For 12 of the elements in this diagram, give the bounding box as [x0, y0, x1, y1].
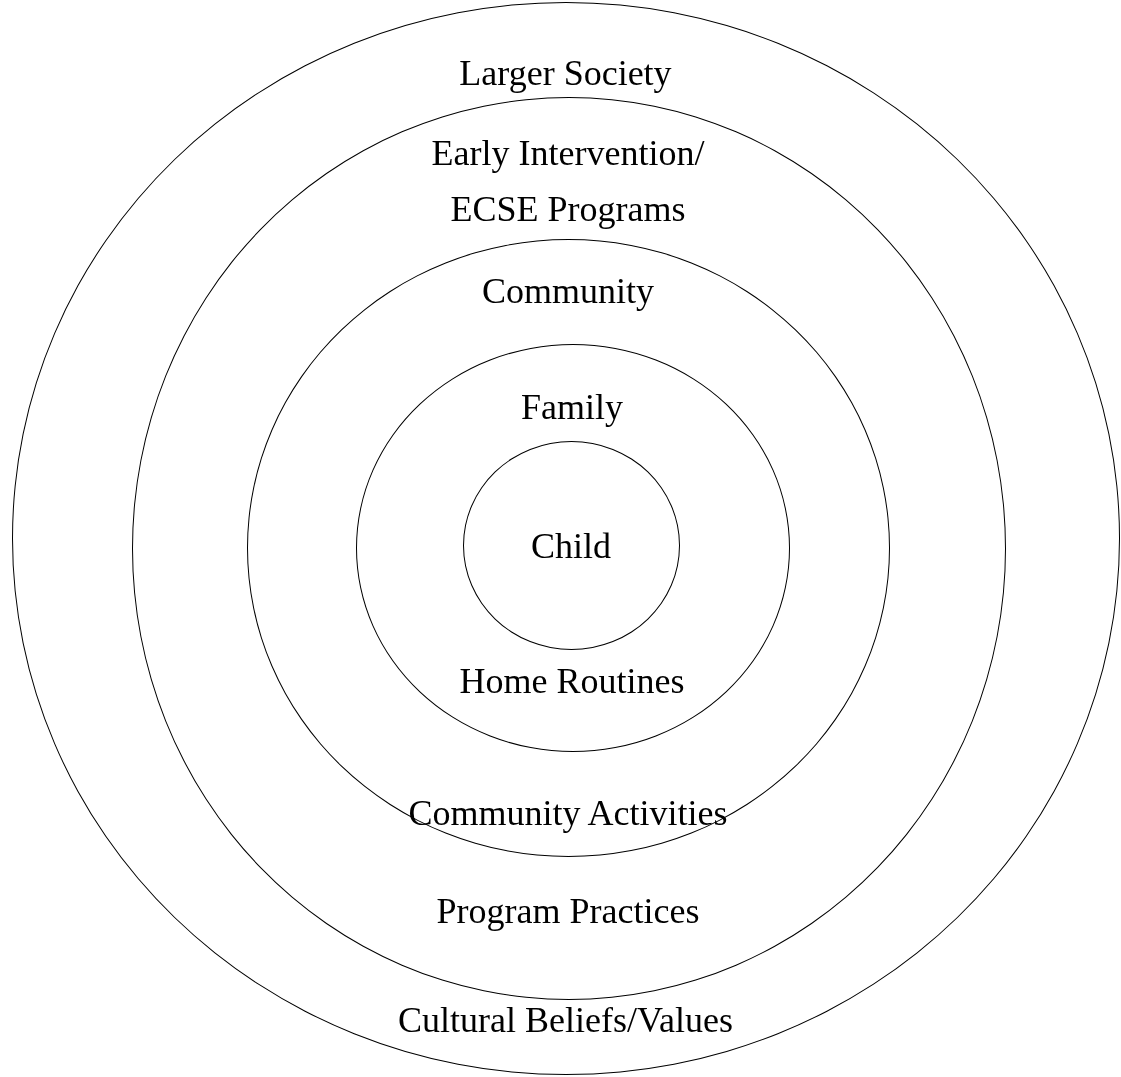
ring-label: Cultural Beliefs/Values	[397, 998, 734, 1042]
ring-label: Community	[481, 269, 655, 313]
ring-label: Early Intervention/ ECSE Programs	[430, 132, 706, 231]
ellipse-ring	[463, 441, 680, 650]
ellipse-ring	[131, 96, 1006, 1000]
ring-label: Larger Society	[458, 51, 673, 95]
ring-label: Community Activities	[407, 791, 729, 835]
ring-label: Family	[520, 386, 624, 429]
ellipse-ring	[12, 2, 1120, 1075]
ring-label: Child	[530, 524, 612, 568]
ring-label: Program Practices	[435, 890, 701, 933]
ring-label: Home Routines	[458, 660, 686, 703]
